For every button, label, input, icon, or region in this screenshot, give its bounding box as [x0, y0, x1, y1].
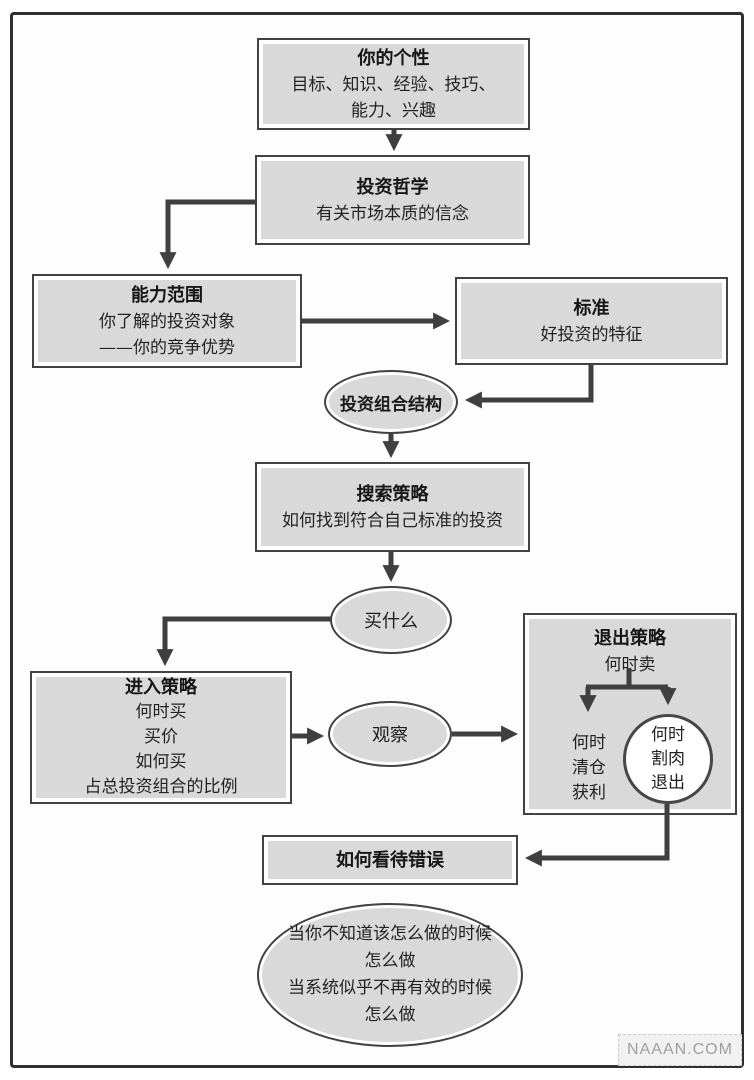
node-entry-strategy-line: 占总投资组合的比例 — [84, 777, 238, 797]
node-personality: 你的个性 目标、知识、经验、技巧、 能力、兴趣 — [257, 38, 530, 130]
node-fallback: 当你不知道该怎么做的时候 怎么做 当系统似乎不再有效的时候 怎么做 — [257, 903, 523, 1047]
node-entry-strategy-line: 何时买 — [135, 702, 187, 722]
node-exit-strategy-title: 退出策略 — [594, 628, 666, 649]
node-exit-strategy-body: 退出策略 何时卖 何时 清仓 获利 何时 割肉 退出 — [529, 619, 731, 809]
node-fallback-line: 当系统似乎不再有效的时候 — [288, 978, 492, 998]
node-competence-line: ——你的竞争优势 — [99, 337, 235, 358]
exit-loss-line: 何时 — [651, 725, 685, 745]
exit-loss-line: 割肉 — [651, 749, 685, 769]
node-personality-body: 你的个性 目标、知识、经验、技巧、 能力、兴趣 — [263, 44, 524, 124]
node-fallback-line: 当你不知道该怎么做的时候 — [288, 924, 492, 944]
node-portfolio-structure: 投资组合结构 — [324, 370, 458, 434]
watermark-text: NAAAN.COM — [627, 1041, 733, 1058]
node-observation: 观察 — [328, 701, 452, 767]
node-entry-strategy: 进入策略 何时买 买价 如何买 占总投资组合的比例 — [30, 671, 292, 804]
exit-profit-line: 获利 — [572, 783, 606, 803]
node-mistakes: 如何看待错误 — [262, 835, 518, 885]
node-personality-title: 你的个性 — [357, 47, 430, 69]
node-search-strategy: 搜索策略 如何找到符合自己标准的投资 — [255, 462, 530, 552]
node-search-strategy-title: 搜索策略 — [356, 483, 429, 505]
exit-profit-branch: 何时 清仓 获利 — [553, 731, 625, 806]
node-philosophy-body: 投资哲学 有关市场本质的信念 — [261, 161, 524, 239]
exit-loss-line: 退出 — [651, 773, 685, 793]
node-entry-strategy-body: 进入策略 何时买 买价 如何买 占总投资组合的比例 — [36, 677, 286, 798]
node-entry-strategy-line: 如何买 — [135, 752, 187, 772]
node-philosophy-title: 投资哲学 — [356, 176, 429, 198]
node-search-strategy-line: 如何找到符合自己标准的投资 — [282, 510, 503, 531]
node-exit-strategy-head: 退出策略 何时卖 — [529, 625, 731, 678]
node-competence-title: 能力范围 — [131, 284, 203, 306]
node-what-to-buy: 买什么 — [330, 586, 452, 654]
exit-profit-line: 清仓 — [572, 758, 606, 778]
node-exit-strategy-subtitle: 何时卖 — [604, 655, 656, 675]
exit-loss-circle: 何时 割肉 退出 — [623, 714, 713, 804]
node-competence: 能力范围 你了解的投资对象 ——你的竞争优势 — [32, 274, 302, 368]
node-competence-line: 你了解的投资对象 — [99, 311, 235, 332]
node-philosophy-line: 有关市场本质的信念 — [316, 203, 469, 224]
node-search-strategy-body: 搜索策略 如何找到符合自己标准的投资 — [261, 468, 524, 546]
node-criteria-line: 好投资的特征 — [540, 324, 643, 345]
node-personality-line: 能力、兴趣 — [351, 100, 436, 121]
node-criteria-title: 标准 — [573, 297, 610, 319]
node-what-to-buy-label: 买什么 — [364, 611, 418, 632]
exit-profit-line: 何时 — [572, 733, 606, 753]
node-fallback-line: 怎么做 — [364, 1005, 416, 1025]
node-mistakes-body: 如何看待错误 — [268, 841, 512, 879]
node-philosophy: 投资哲学 有关市场本质的信念 — [255, 155, 530, 245]
node-portfolio-structure-label: 投资组合结构 — [340, 394, 442, 415]
node-personality-line: 目标、知识、经验、技巧、 — [291, 74, 496, 95]
node-observation-label: 观察 — [372, 725, 408, 746]
node-mistakes-title: 如何看待错误 — [336, 849, 444, 871]
watermark-badge: NAAAN.COM — [618, 1034, 742, 1066]
node-fallback-line: 怎么做 — [364, 951, 416, 971]
node-criteria: 标准 好投资的特征 — [455, 277, 728, 365]
node-criteria-body: 标准 好投资的特征 — [461, 283, 722, 359]
node-entry-strategy-line: 买价 — [144, 727, 178, 747]
node-entry-strategy-title: 进入策略 — [125, 677, 197, 698]
node-exit-strategy: 退出策略 何时卖 何时 清仓 获利 何时 割肉 退出 — [523, 613, 737, 815]
node-competence-body: 能力范围 你了解的投资对象 ——你的竞争优势 — [38, 280, 296, 362]
